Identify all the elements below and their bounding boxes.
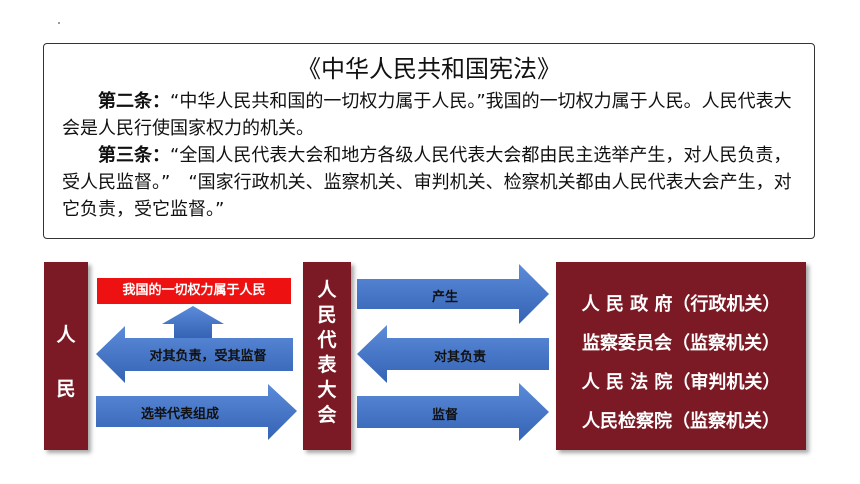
- up-arrow: [162, 306, 224, 338]
- organ-court: 人 民 法 院（审判机关）: [581, 372, 781, 393]
- left-arrow-responsible-npc: [357, 325, 549, 383]
- right-arrow-produce: [357, 264, 549, 324]
- decor-dot: [58, 22, 60, 24]
- article-3-paragraph: 第三条：“全国人民代表大会和地方各级人民代表大会都由民主选举产生，对人民负责，受…: [62, 142, 796, 223]
- organ-supervision: 监察委员会（监察机关）: [582, 333, 780, 354]
- right-arrow-elect: [96, 384, 297, 440]
- label-responsible: 对其负责: [433, 350, 486, 365]
- article-2-text: “中华人民共和国的一切权力属于人民。”我国的一切权力属于人民。人民代表大会是人民…: [62, 91, 792, 139]
- power-belongs-label: 我国的一切权力属于人民: [97, 278, 291, 304]
- people-char-1: 人: [56, 324, 76, 346]
- article-3-text: “全国人民代表大会和地方各级人民代表大会都由民主选举产生，对人民负责，受人民监督…: [62, 145, 792, 220]
- right-arrow-supervise: [357, 383, 549, 441]
- article-2-label: 第二条：: [98, 91, 170, 112]
- article-3-label: 第三条：: [98, 145, 170, 166]
- left-arrow-responsible: [96, 326, 293, 383]
- label-responsible-supervised: 对其负责，受其监督: [149, 349, 267, 364]
- label-elect: 选举代表组成: [140, 407, 219, 422]
- people-block: 人 民: [44, 262, 88, 450]
- constitution-text-box: 《中华人民共和国宪法》 第二条：“中华人民共和国的一切权力属于人民。”我国的一切…: [43, 43, 815, 239]
- people-char-2: 民: [56, 378, 76, 400]
- label-supervise: 监督: [431, 408, 458, 423]
- label-produce: 产生: [431, 290, 458, 305]
- npc-block: 人民代表大会: [303, 262, 351, 450]
- npc-label: 人民代表大会: [317, 279, 337, 426]
- state-organs-block: 人 民 政 府（行政机关） 监察委员会（监察机关） 人 民 法 院（审判机关） …: [556, 262, 806, 450]
- organ-procuratorate: 人民检察院（监察机关）: [582, 411, 780, 432]
- organ-government: 人 民 政 府（行政机关）: [581, 294, 781, 315]
- article-2-paragraph: 第二条：“中华人民共和国的一切权力属于人民。”我国的一切权力属于人民。人民代表大…: [62, 88, 796, 142]
- law-title: 《中华人民共和国宪法》: [297, 55, 561, 83]
